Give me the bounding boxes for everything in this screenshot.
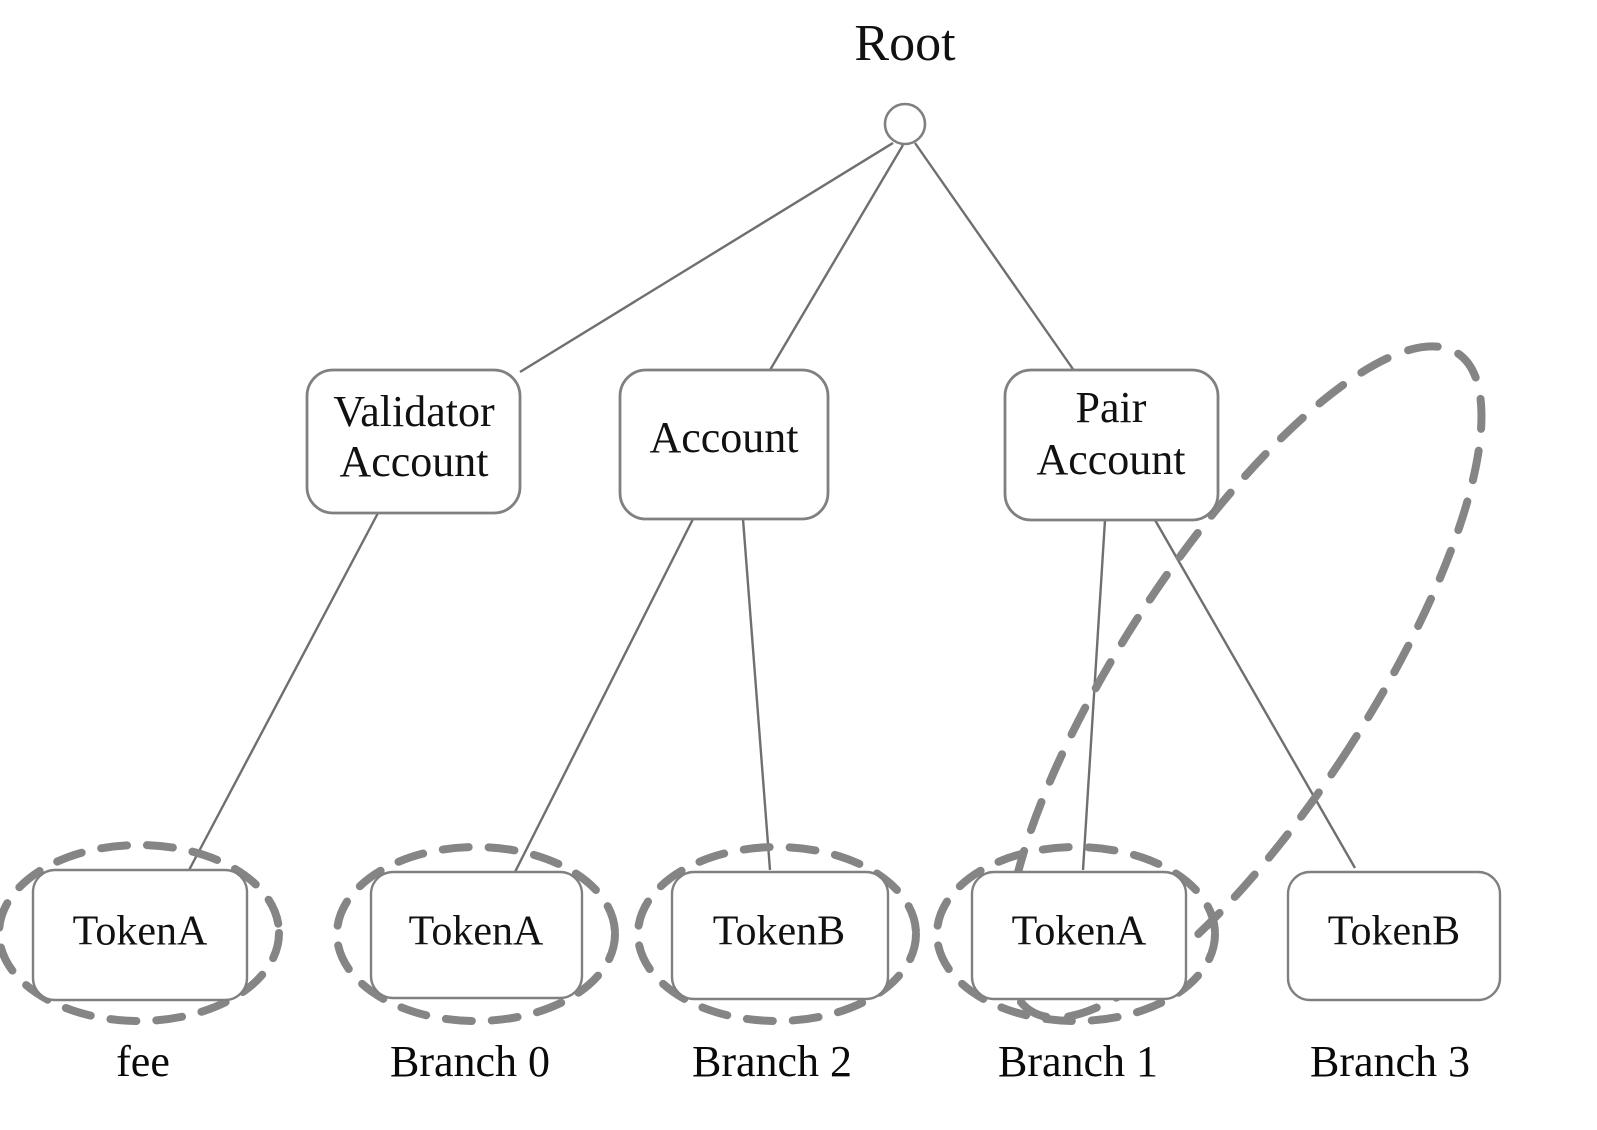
edge-root-to-account [768,144,905,371]
leaf-branch-1-box[interactable] [970,870,1188,1001]
edge-account-to-branch-2 [741,518,772,871]
caption-fee: fee [116,1037,170,1086]
leaf-branch-2-label: TokenB [713,909,845,955]
leaf-branch-2-box[interactable] [670,870,890,1001]
leaf-branch-0-box[interactable] [369,870,584,1000]
caption-branch-1: Branch 1 [998,1037,1158,1086]
node-leaf-branch-2[interactable]: TokenB [670,870,890,1001]
account-box[interactable] [618,368,830,521]
caption-branch-2: Branch 2 [692,1037,852,1086]
leaf-branch-1-label: TokenA [1012,909,1147,955]
caption-branch-0: Branch 0 [390,1037,550,1086]
validator-account-label-line1: Validator [333,387,495,436]
node-leaf-branch-1[interactable]: TokenA [970,870,1188,1001]
leaf-fee-label: TokenA [73,909,208,955]
edge-root-to-pair-account [914,142,1076,373]
highlight-ellipse-branch-0 [333,843,619,1025]
caption-branch-3: Branch 3 [1310,1037,1470,1086]
pair-account-label-line1: Pair [1076,383,1147,432]
highlight-ellipse-branch-2 [634,843,920,1025]
highlight-ellipse-pair-branch-3 [1002,342,1486,1022]
edge-account-to-branch-0 [513,518,695,873]
node-account[interactable]: Account [618,368,830,521]
edge-pair-account-to-branch-1 [1081,519,1107,871]
validator-account-box[interactable] [305,368,522,515]
edge-root-to-validator-account [519,141,894,374]
account-label-line1: Account [649,413,798,462]
validator-account-label-line2: Account [339,437,488,486]
leaf-branch-3-label: TokenB [1328,909,1460,955]
leaf-fee-box[interactable] [31,868,249,1002]
leaf-branch-0-label: TokenA [409,909,544,955]
root-node-circle[interactable] [883,102,927,146]
edge-pair-account-to-branch-3 [1153,519,1357,869]
edge-group [186,141,1357,873]
root-title-label: Root [854,15,956,72]
pair-account-box[interactable] [1003,368,1220,522]
node-pair-account[interactable]: Pair Account [1003,368,1220,522]
leaf-branch-3-box[interactable] [1286,870,1502,1002]
node-validator-account[interactable]: Validator Account [305,368,522,515]
pair-account-label-line2: Account [1036,435,1185,484]
node-leaf-branch-0[interactable]: TokenA [369,870,584,1000]
node-leaf-branch-3[interactable]: TokenB [1286,870,1502,1002]
node-leaf-fee[interactable]: TokenA [31,868,249,1002]
highlight-ellipse-fee [0,841,283,1025]
edge-validator-account-to-fee [186,512,380,873]
highlight-ellipse-branch-1 [933,843,1219,1025]
